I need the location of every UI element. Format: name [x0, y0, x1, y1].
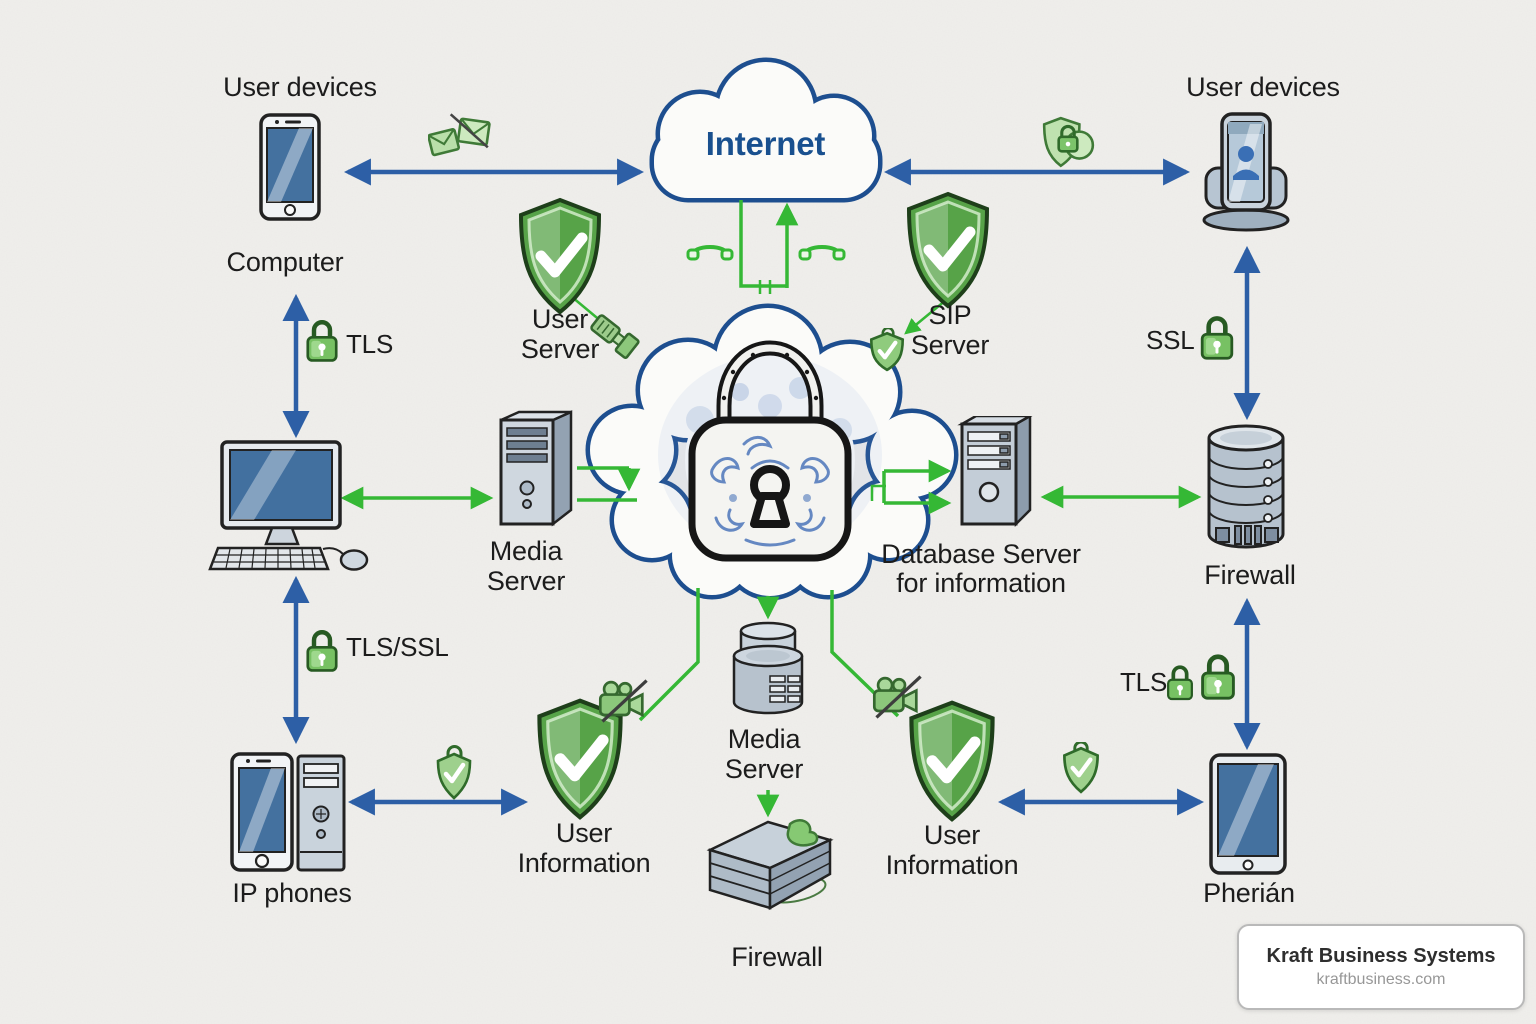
handset-icon: [686, 245, 734, 261]
label-tls-ssl: TLS/SSL: [346, 632, 449, 662]
label-sip-server: SIP Server: [910, 300, 990, 360]
docked-phone-icon: [1202, 112, 1290, 232]
tls-ssl-lock-icon: [306, 630, 338, 672]
user-server-shield-icon: [518, 197, 602, 315]
watermark-website: kraftbusiness.com: [1316, 971, 1446, 988]
watermark-card: Kraft Business Systems kraftbusiness.com: [1237, 924, 1525, 1010]
tls-lock-big-icon: [1201, 654, 1235, 700]
tls-lock-icon: [306, 320, 338, 362]
sip-server-shield-icon: [906, 191, 990, 309]
label-computer: Computer: [226, 247, 344, 277]
label-media-server-bottom: Media Server: [724, 724, 804, 784]
label-firewall-bottom: Firewall: [731, 942, 823, 972]
label-internet: Internet: [705, 125, 826, 162]
shield-lock-icon: [1042, 116, 1095, 168]
label-tls: TLS: [346, 329, 394, 359]
desktop-computer-icon: [208, 440, 369, 571]
no-recording-icon: [872, 675, 922, 719]
label-ssl: SSL: [1146, 325, 1195, 355]
secure-mail-icon: [428, 113, 491, 157]
label-database-server: Database Server for information: [881, 539, 1081, 598]
database-server-icon: [957, 416, 1033, 528]
media-server-drum-icon: [732, 621, 804, 715]
label-user-info-left: User Information: [517, 818, 651, 878]
label-user-info-right: User Information: [885, 820, 1019, 880]
line-internet-down: [739, 200, 787, 288]
media-server-tower-icon: [499, 410, 573, 527]
smartphone-icon: [259, 113, 321, 221]
label-user-devices-right: User devices: [1186, 72, 1340, 102]
label-tablet: Pherián: [1203, 878, 1295, 908]
label-tls-bottom: TLS: [1120, 667, 1168, 697]
ssl-lock-icon: [1200, 316, 1234, 360]
shield-lock-small-icon: [436, 745, 472, 800]
green-blob-icon: [786, 819, 819, 847]
label-user-server: User Server: [520, 304, 600, 364]
ip-phones-icon: [230, 752, 346, 872]
no-recording-icon: [598, 679, 648, 723]
label-firewall-right: Firewall: [1204, 560, 1296, 590]
handset-icon: [798, 245, 846, 261]
label-media-server-left: Media Server: [486, 536, 566, 596]
tablet-icon: [1209, 753, 1287, 875]
shield-check-small-icon: [1063, 742, 1099, 794]
firewall-bricks-icon: [706, 819, 834, 911]
watermark-company: Kraft Business Systems: [1266, 945, 1496, 967]
label-user-devices-left: User devices: [223, 72, 377, 102]
firewall-cylinder-icon: [1207, 424, 1285, 549]
label-ip-phones: IP phones: [232, 878, 352, 908]
